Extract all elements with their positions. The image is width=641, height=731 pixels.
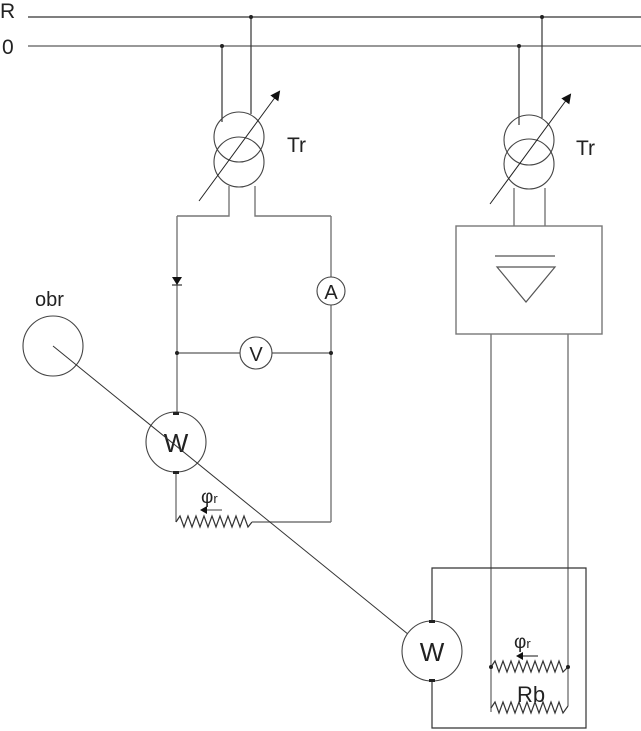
load-resistor-icon <box>490 700 569 715</box>
right-rheostat-icon <box>490 659 569 674</box>
ammeter-label: A <box>324 282 338 304</box>
right-rheostat-arrowhead-icon <box>516 652 523 660</box>
left-rheostat-arrowhead-icon <box>200 506 207 514</box>
rectifier-enclosure <box>455 225 603 335</box>
phase-shifter-dial-icon <box>22 315 84 377</box>
right-rheostat-label: φr <box>514 632 531 653</box>
junction-dot <box>517 44 521 48</box>
voltmeter-label: V <box>249 344 263 366</box>
bus-label-phase: R <box>0 0 15 23</box>
right-wattmeter-loop <box>431 567 587 729</box>
load-resistor-label: Rb <box>517 682 545 707</box>
left-rheostat-icon <box>175 514 253 529</box>
diode-icon <box>172 277 182 286</box>
junction-dot <box>329 351 333 355</box>
left-rheostat-label: φr <box>201 487 218 508</box>
junction-dot <box>540 15 544 19</box>
bus-label-neutral: 0 <box>2 36 14 59</box>
terminal <box>429 679 435 682</box>
right-tr-primary-coil-icon <box>503 114 555 166</box>
right-load-circuit: W φr Rb <box>401 334 587 729</box>
rectifier-box <box>455 225 603 335</box>
left-tr-primary-coil-icon <box>213 111 265 163</box>
left-tr-out-right <box>254 186 331 217</box>
junction-dot <box>489 665 493 669</box>
junction-dot <box>249 15 253 19</box>
rectifier-triangle-icon <box>495 266 557 303</box>
mechanical-coupling-line <box>52 345 431 653</box>
right-tr-secondary-coil-icon <box>503 138 555 190</box>
left-transformer: Tr <box>177 15 331 217</box>
phase-shifter-label: obr <box>35 289 64 311</box>
right-tr-variable-arrow-icon <box>489 93 572 205</box>
junction-dot <box>566 665 570 669</box>
terminal <box>429 620 435 623</box>
voltmeter-icon <box>239 336 273 370</box>
right-transformer: Tr <box>489 15 595 226</box>
left-tr-out-left <box>177 186 230 217</box>
left-measurement-circuit: A V W φr <box>145 216 346 529</box>
left-tr-variable-arrow-icon <box>198 90 281 202</box>
terminal <box>173 471 179 474</box>
right-tr-label: Tr <box>576 137 595 160</box>
ammeter-icon <box>316 276 346 306</box>
junction-dot <box>175 351 179 355</box>
junction-dot <box>220 44 224 48</box>
left-tr-label: Tr <box>287 134 306 157</box>
terminal <box>173 412 179 415</box>
phase-shifter: obr <box>22 289 431 653</box>
right-wattmeter-label: W <box>420 637 445 667</box>
left-tr-secondary-coil-icon <box>213 136 265 188</box>
